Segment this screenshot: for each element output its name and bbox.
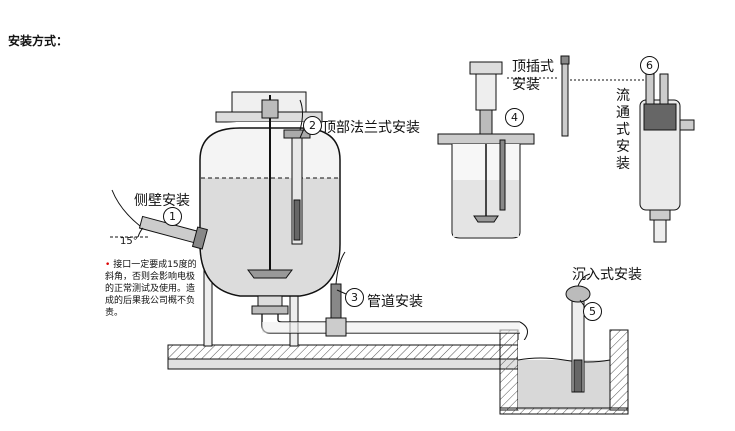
top-flange-sensor — [283, 99, 311, 245]
marker-2: 2 — [303, 116, 322, 135]
page-title: 安装方式： — [8, 34, 69, 48]
flow-through-cell — [639, 73, 695, 243]
leader-lines — [299, 123, 591, 315]
angle-label: 15° — [120, 236, 138, 247]
marker-1: 1 — [163, 207, 182, 226]
pipe-sensor — [330, 251, 346, 319]
immersion-basin — [499, 273, 629, 415]
note-bullet: • — [105, 260, 111, 270]
reaction-tank — [199, 91, 341, 315]
label-top-insert: 顶插式 安装 — [512, 59, 554, 93]
label-top-flange: 顶部法兰式安装 — [322, 120, 420, 136]
marker-3: 3 — [345, 288, 364, 307]
marker-4: 4 — [505, 108, 524, 127]
top-insertion-vessel — [437, 55, 646, 239]
note-text: 接口一定要成15度的斜角，否则会影响电极的正常测试及使用。造成的后果我公司概不负… — [105, 260, 197, 318]
label-flow-through: 流通式安装 — [616, 88, 630, 172]
pipeline — [261, 314, 528, 346]
label-immersion: 沉入式安装 — [572, 267, 642, 283]
side-wall-sensor — [110, 189, 208, 250]
warning-note: • 接口一定要成15度的斜角，否则会影响电极的正常测试及使用。造成的后果我公司概… — [105, 259, 197, 319]
ground-platform — [167, 329, 519, 411]
label-side-wall: 侧壁安装 — [134, 193, 190, 209]
marker-5: 5 — [583, 302, 602, 321]
label-pipe: 管道安装 — [367, 294, 423, 310]
marker-6: 6 — [640, 56, 659, 75]
